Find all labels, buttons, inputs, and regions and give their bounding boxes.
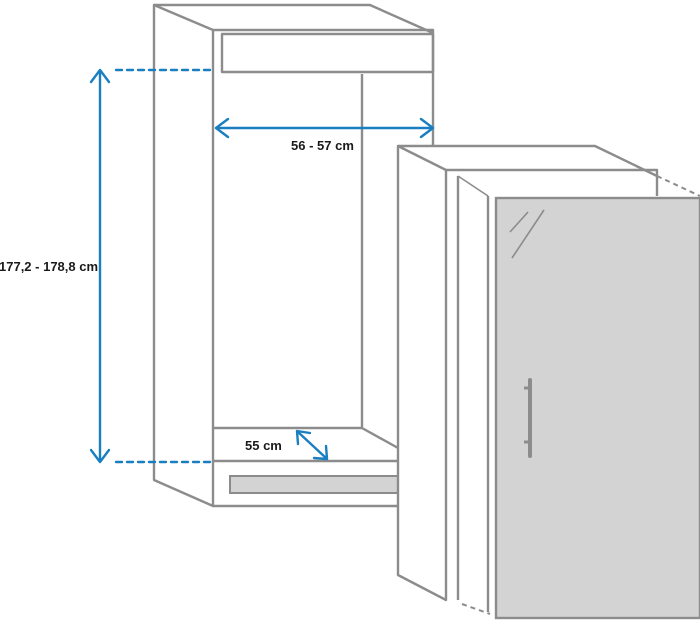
cabinet-top-shelf xyxy=(220,32,435,74)
width-arrowhead-left xyxy=(214,117,230,139)
door-reflection-line-1 xyxy=(509,211,529,233)
width-label: 56 - 57 cm xyxy=(291,138,354,153)
dimension-height xyxy=(89,68,215,464)
height-arrowhead-top xyxy=(89,68,111,84)
height-label: 177,2 - 178,8 cm xyxy=(0,259,98,274)
fridge-side-body xyxy=(396,144,448,602)
fridge-front-frame xyxy=(446,168,659,196)
height-arrowhead-bottom xyxy=(89,448,111,464)
cabinet-top-panel xyxy=(154,3,434,35)
dimension-depth xyxy=(295,429,329,461)
cabinet-plinth-vent xyxy=(229,475,399,494)
fridge-inner-ledge xyxy=(457,175,489,197)
dimension-width xyxy=(214,117,435,139)
depth-arrow-shaft xyxy=(296,430,328,460)
cabinet-left-panel xyxy=(152,3,215,508)
door-reflection-line-2 xyxy=(511,209,545,259)
fridge-appliance xyxy=(396,144,700,620)
fridge-top xyxy=(398,144,658,178)
depth-arrowhead-bottom xyxy=(312,444,329,461)
fridge-door xyxy=(494,196,700,620)
door-handle xyxy=(524,378,532,458)
cabinet-front-frame xyxy=(213,28,435,146)
cabinet-niche xyxy=(152,3,435,508)
cabinet-niche-floor xyxy=(213,426,399,450)
width-arrowhead-right xyxy=(419,117,435,139)
depth-label: 55 cm xyxy=(245,438,282,453)
fridge-door-dashed-outline xyxy=(461,175,700,615)
depth-arrowhead-top xyxy=(295,429,312,446)
